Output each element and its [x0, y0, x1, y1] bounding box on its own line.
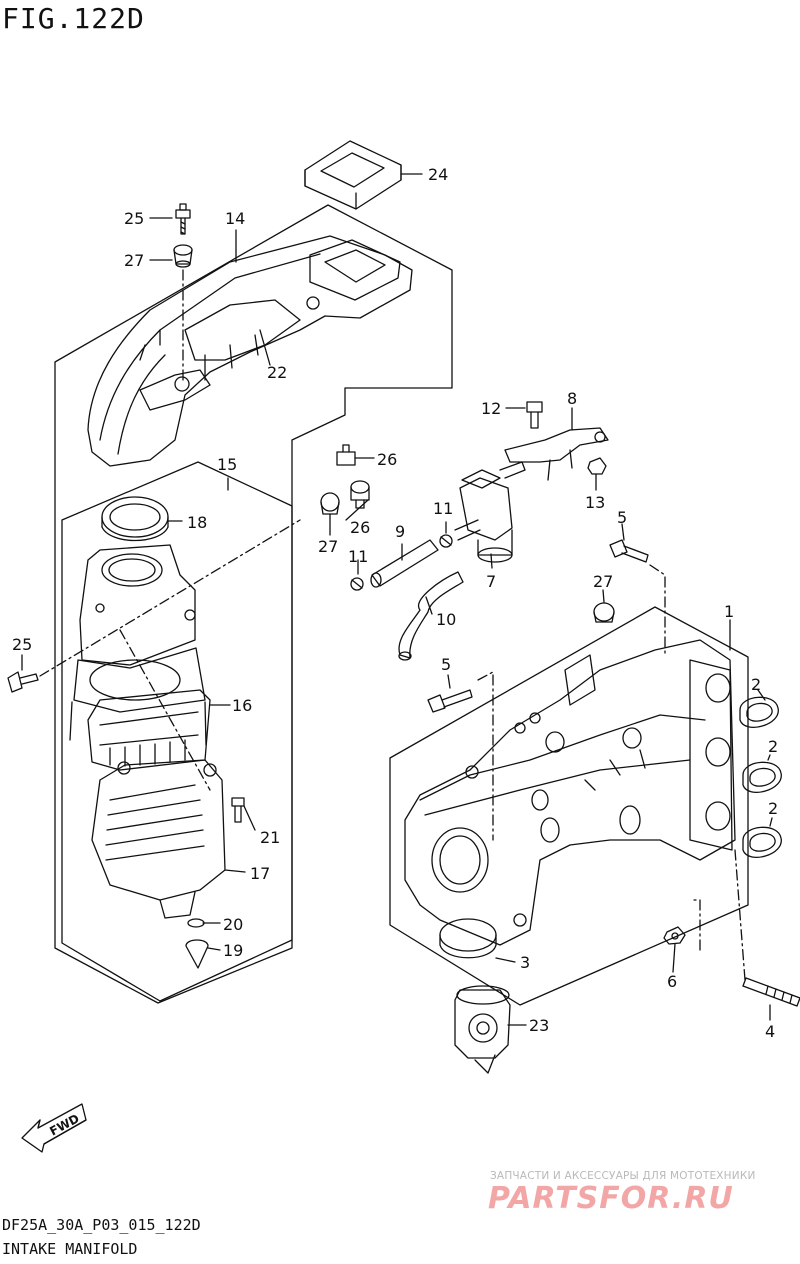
filter-element-24 — [304, 140, 402, 210]
callout-labels: 24 14 25 27 22 12 8 26 15 13 11 18 5 26 … — [12, 165, 778, 1041]
callout-9: 9 — [395, 522, 405, 541]
leader-5-dash — [477, 671, 494, 841]
callout-27-mid: 27 — [318, 537, 338, 556]
figure-title: FIG.122D — [2, 2, 145, 35]
bolt-5-lower — [427, 689, 473, 713]
callout-leaders — [21, 173, 773, 1026]
seal-ring-18 — [101, 496, 169, 542]
intake-cover-14 — [87, 235, 413, 467]
diagram-name: INTAKE MANIFOLD — [2, 1240, 138, 1258]
frame-group-1 — [389, 606, 749, 1006]
gasket-2-b — [742, 761, 782, 793]
leader-15-axis — [39, 519, 301, 677]
callout-11-upper: 11 — [433, 499, 453, 518]
callout-17: 17 — [250, 864, 270, 883]
leader-6-dash — [689, 899, 701, 951]
callout-6: 6 — [667, 972, 677, 991]
screw-21 — [231, 797, 245, 823]
bolt-25-top — [175, 203, 191, 235]
gasket-2-c — [742, 826, 782, 858]
grommet-27-mid — [320, 492, 340, 515]
callout-23: 23 — [529, 1016, 549, 1035]
callout-12: 12 — [481, 399, 501, 418]
callout-3: 3 — [520, 953, 530, 972]
nut-13 — [587, 457, 607, 475]
callout-11-lower: 11 — [348, 547, 368, 566]
gasket-ring-3 — [439, 918, 497, 959]
gasket-2-a — [739, 696, 779, 728]
screw-26-lower — [350, 480, 370, 509]
leader-15-diag — [119, 629, 211, 791]
diagram-code: DF25A_30A_P03_015_122D — [2, 1216, 201, 1234]
callout-24: 24 — [428, 165, 448, 184]
grommet-27-top — [173, 244, 193, 268]
bolt-25-left — [7, 671, 39, 693]
callout-10: 10 — [436, 610, 456, 629]
lower-silencer-17 — [91, 759, 226, 919]
callout-26-lower: 26 — [350, 518, 370, 537]
clamp-11-upper — [439, 534, 453, 548]
clip-19 — [185, 939, 209, 969]
hose-10 — [398, 571, 464, 661]
callout-27-right: 27 — [593, 572, 613, 591]
callout-22: 22 — [267, 363, 287, 382]
nut-6 — [663, 926, 686, 945]
screw-26-upper — [336, 444, 356, 466]
callout-13: 13 — [585, 493, 605, 512]
silencer-case-15 — [69, 544, 207, 746]
callout-1: 1 — [724, 602, 734, 621]
grommet-27-right — [593, 602, 615, 623]
callout-15: 15 — [217, 455, 237, 474]
leader-4-dash — [734, 849, 746, 981]
callout-14: 14 — [225, 209, 245, 228]
callout-25-left: 25 — [12, 635, 32, 654]
valve-7 — [454, 461, 526, 563]
leader-23-diag — [474, 1054, 496, 1074]
callout-5-upper: 5 — [617, 508, 627, 527]
callout-2-a: 2 — [751, 675, 761, 694]
stud-bolt-4 — [742, 977, 800, 1007]
callout-2-c: 2 — [768, 799, 778, 818]
watermark-logo: PARTSFOR.RU — [488, 1181, 734, 1216]
intake-manifold-1 — [404, 639, 736, 946]
callout-25-top: 25 — [124, 209, 144, 228]
leader-1-dash — [649, 564, 666, 656]
callout-4: 4 — [765, 1022, 775, 1041]
bracket-8 — [504, 427, 609, 481]
callout-8: 8 — [567, 389, 577, 408]
callout-20: 20 — [223, 915, 243, 934]
frame-group-14 — [54, 204, 453, 1004]
callout-27-top: 27 — [124, 251, 144, 270]
rubber-mount-23 — [454, 985, 511, 1059]
callout-18: 18 — [187, 513, 207, 532]
clamp-11-lower — [350, 577, 364, 591]
bolt-5-upper — [609, 539, 649, 563]
callout-5-lower: 5 — [441, 655, 451, 674]
callout-21: 21 — [260, 828, 280, 847]
callout-19: 19 — [223, 941, 243, 960]
bolt-12 — [526, 401, 543, 429]
hose-9 — [370, 539, 439, 588]
callout-26-upper: 26 — [377, 450, 397, 469]
callout-7: 7 — [486, 572, 496, 591]
fwd-arrow-icon — [21, 1103, 87, 1153]
watermark-tagline: ЗАПЧАСТИ И АКСЕССУАРЫ ДЛЯ МОТОТЕХНИКИ — [490, 1170, 756, 1182]
callout-2-b: 2 — [768, 737, 778, 756]
filter-housing-16 — [87, 689, 211, 771]
frame-group-15 — [61, 461, 293, 1002]
callout-16: 16 — [232, 696, 252, 715]
nut-20 — [187, 918, 205, 928]
